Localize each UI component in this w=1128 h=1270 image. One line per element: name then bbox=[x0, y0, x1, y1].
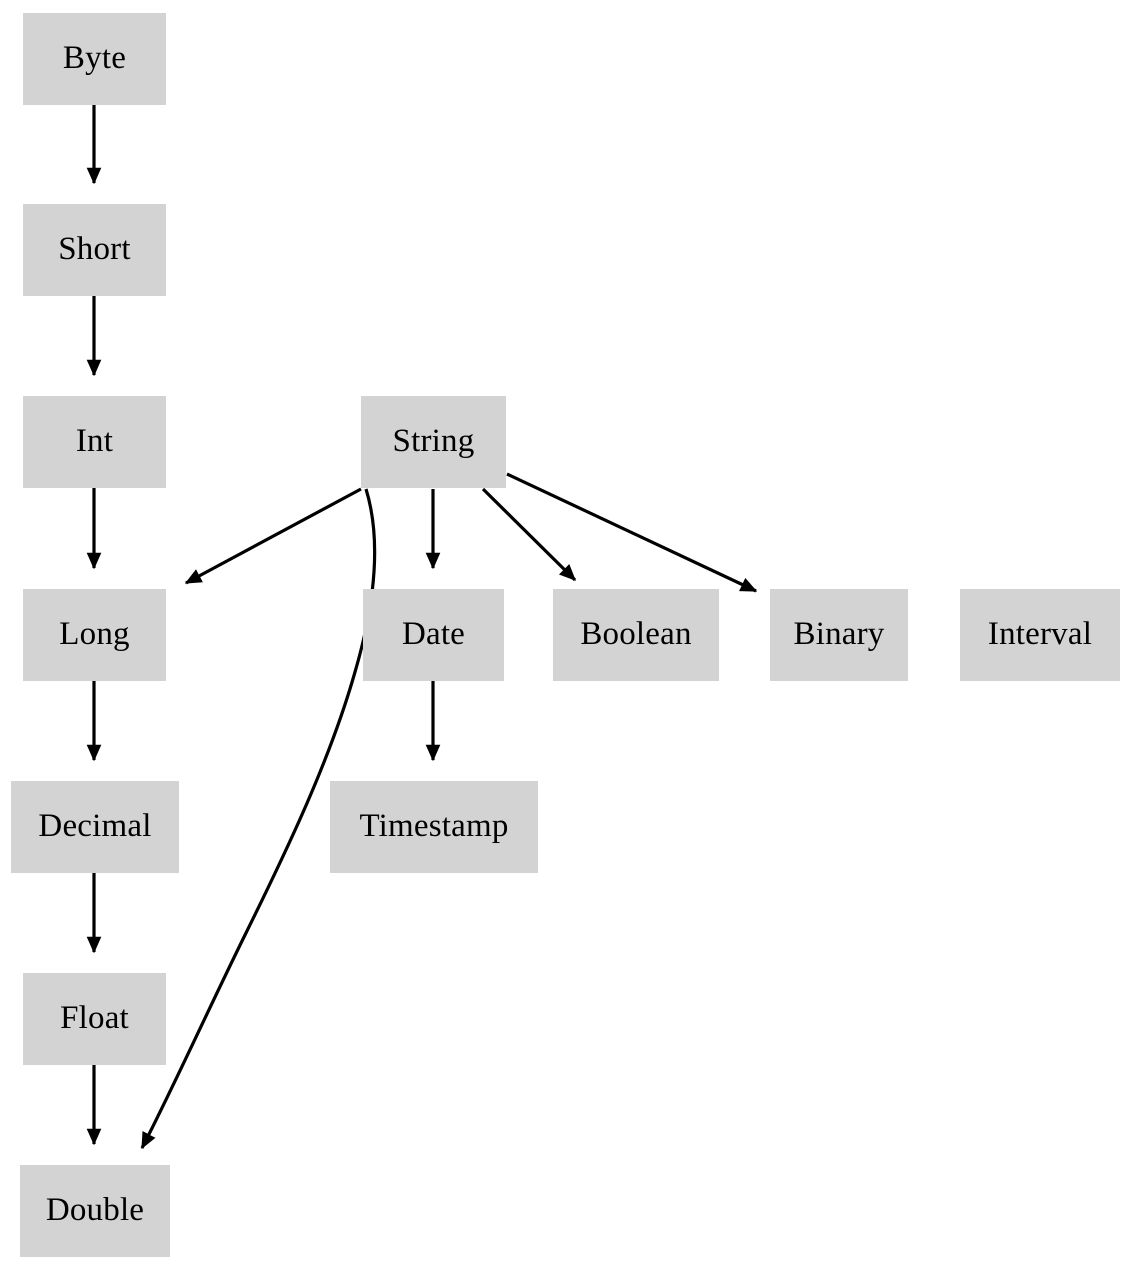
node-int[interactable]: Int bbox=[23, 396, 166, 488]
node-label-short: Short bbox=[58, 230, 131, 267]
node-decimal[interactable]: Decimal bbox=[11, 781, 179, 873]
edge-string-to-long bbox=[184, 487, 362, 585]
node-short[interactable]: Short bbox=[23, 204, 166, 296]
node-interval[interactable]: Interval bbox=[960, 589, 1120, 681]
node-label-string: String bbox=[392, 422, 475, 459]
node-label-int: Int bbox=[75, 422, 114, 459]
node-label-decimal: Decimal bbox=[38, 807, 152, 844]
node-label-long: Long bbox=[59, 615, 130, 652]
node-timestamp[interactable]: Timestamp bbox=[330, 781, 538, 873]
node-label-interval: Interval bbox=[987, 615, 1093, 652]
node-label-byte: Byte bbox=[62, 39, 127, 76]
node-label-float: Float bbox=[60, 999, 129, 1036]
node-label-date: Date bbox=[401, 615, 466, 652]
node-boolean[interactable]: Boolean bbox=[553, 589, 719, 681]
node-float[interactable]: Float bbox=[23, 973, 166, 1065]
node-label-double: Double bbox=[45, 1191, 145, 1228]
node-label-binary: Binary bbox=[793, 615, 885, 652]
node-label-timestamp: Timestamp bbox=[359, 807, 509, 844]
node-binary[interactable]: Binary bbox=[770, 589, 908, 681]
node-byte[interactable]: Byte bbox=[23, 13, 166, 105]
edge-string-to-boolean bbox=[481, 487, 577, 582]
node-long[interactable]: Long bbox=[23, 589, 166, 681]
edge-string-to-binary bbox=[506, 472, 758, 593]
node-string[interactable]: String bbox=[361, 396, 506, 488]
node-date[interactable]: Date bbox=[363, 589, 504, 681]
node-label-boolean: Boolean bbox=[580, 615, 692, 652]
node-double[interactable]: Double bbox=[20, 1165, 170, 1257]
